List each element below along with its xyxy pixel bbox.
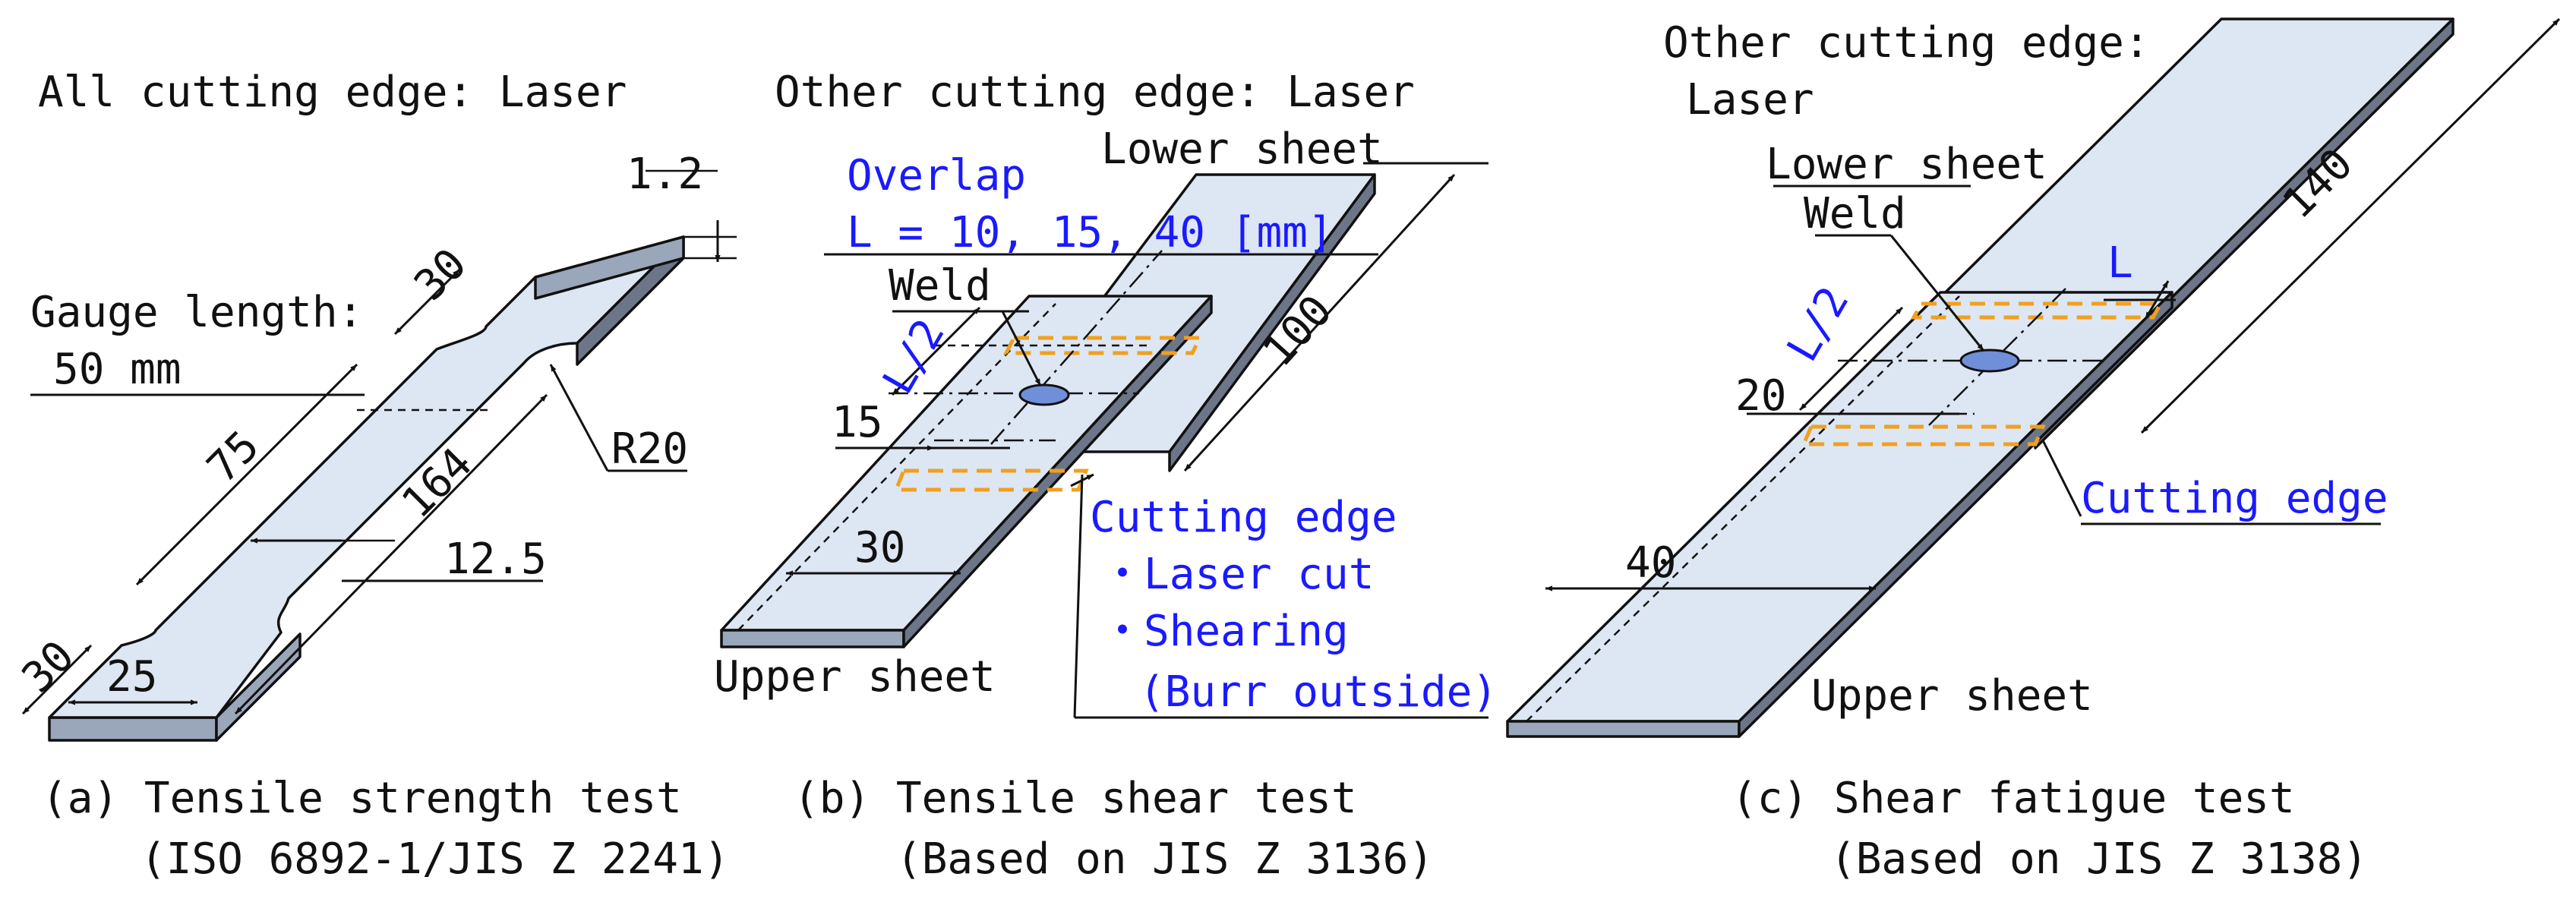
panel-b-dim-30: 30 — [854, 523, 905, 573]
panel-c-dim-l: L — [2107, 238, 2133, 288]
panel-b-burr: (Burr outside) — [1139, 667, 1498, 717]
panel-b-overlap-2: L = 10, 15, 40 [mm] — [847, 208, 1334, 257]
panel-a-dim-12-5: 12.5 — [444, 535, 547, 584]
panel-b-cutting-edge: Cutting edge — [1090, 493, 1397, 542]
panel-b-centerline-d — [990, 250, 1163, 445]
panel-c-dim-half-l: L/2 — [1778, 279, 1859, 370]
panel-a-caption-2: (ISO 6892-1/JIS Z 2241) — [140, 834, 729, 884]
panel-a-dim-radius: R20 — [611, 424, 688, 474]
panel-b-dim-100 — [1183, 173, 1456, 472]
panel-b-overlap-bottom — [893, 468, 1089, 492]
panel-b-shearing: ・Shearing — [1101, 607, 1349, 656]
panel-a-heading: All cutting edge: Laser — [38, 68, 627, 117]
panel-c-weld: Weld — [1804, 189, 1906, 238]
panel-c-lower-sheet: Lower sheet — [1766, 140, 2047, 189]
panel-c-hidden-edge — [1526, 295, 1960, 722]
panel-c-upper-sheet — [1506, 291, 2174, 723]
panel-b-caption-1: (b) Tensile shear test — [794, 774, 1357, 823]
panel-a-dim-164 — [234, 393, 548, 715]
panel-b-heading: Other cutting edge: Laser — [775, 68, 1415, 117]
panel-b-weld: Weld — [889, 261, 991, 311]
panel-b-caption-2: (Based on JIS Z 3136) — [896, 834, 1434, 884]
panel-c-weld-spot — [1959, 349, 2020, 373]
panel-a-diagram: All cutting edge: Laser 1.2 30 Gauge len… — [13, 68, 737, 884]
panel-c-overlap-bottom — [1801, 424, 2046, 446]
panel-a-dim-thickness: 1.2 — [627, 150, 703, 199]
panel-a-dim-25: 25 — [106, 652, 157, 702]
panel-b-weld-leader — [1001, 311, 1042, 386]
panel-c-heading-1: Other cutting edge: — [1663, 18, 2150, 68]
panel-c-dim-20: 20 — [1735, 371, 1786, 421]
panel-b-dim-15: 15 — [832, 398, 882, 447]
panel-c-caption-1: (c) Shear fatigue test — [1732, 774, 2295, 823]
panel-a-dim-30-top — [393, 268, 461, 336]
panel-b-diagram: Other cutting edge: Laser Lower sheet Ov… — [714, 68, 1498, 884]
panel-b-laser-cut: ・Laser cut — [1101, 550, 1374, 599]
panel-a-dim-75: 75 — [197, 421, 269, 493]
panel-b-overlap-1: Overlap — [847, 151, 1026, 200]
panel-c-caption-2: (Based on JIS Z 3138) — [1830, 834, 2368, 884]
panel-a-dim-30-bottom — [21, 644, 93, 715]
panel-b-weld-spot — [1018, 383, 1070, 406]
panel-b-upper-sheet-side — [720, 629, 905, 648]
panel-c-dim-40: 40 — [1625, 538, 1676, 588]
panel-b-cut-edge-arrow — [1070, 473, 1094, 487]
panel-a-dim-r20-leader — [549, 364, 609, 472]
panel-a-gauge-label-2: 50 mm — [53, 345, 182, 394]
panel-a-dim-top-width: 30 — [405, 239, 476, 311]
panel-b-dim-half-l — [891, 306, 981, 396]
panel-a-caption-1: (a) Tensile strength test — [42, 774, 682, 823]
panel-a-gauge-label-1: Gauge length: — [30, 288, 363, 337]
panel-c-cut-edge-leader — [2041, 440, 2082, 517]
panel-c-heading-2: Laser — [1686, 75, 1814, 125]
panel-a-specimen-side — [48, 716, 218, 742]
panel-c-dim-140 — [2140, 17, 2561, 434]
panel-c-weld-leader — [1889, 235, 1985, 352]
panel-b-cut-edge-leader — [1073, 474, 1084, 718]
panel-c-upper-sheet: Upper sheet — [1811, 671, 2093, 721]
panel-c-upper-sheet-side — [1506, 720, 1741, 738]
panel-b-lower-sheet: Lower sheet — [1101, 125, 1383, 174]
panel-b-upper-sheet: Upper sheet — [714, 652, 996, 702]
panel-c-dim-half-l — [1798, 306, 1904, 412]
panel-c-diagram: Other cutting edge: Laser Lower sheet We… — [1506, 17, 2561, 884]
panel-c-cutting-edge: Cutting edge — [2081, 474, 2388, 523]
